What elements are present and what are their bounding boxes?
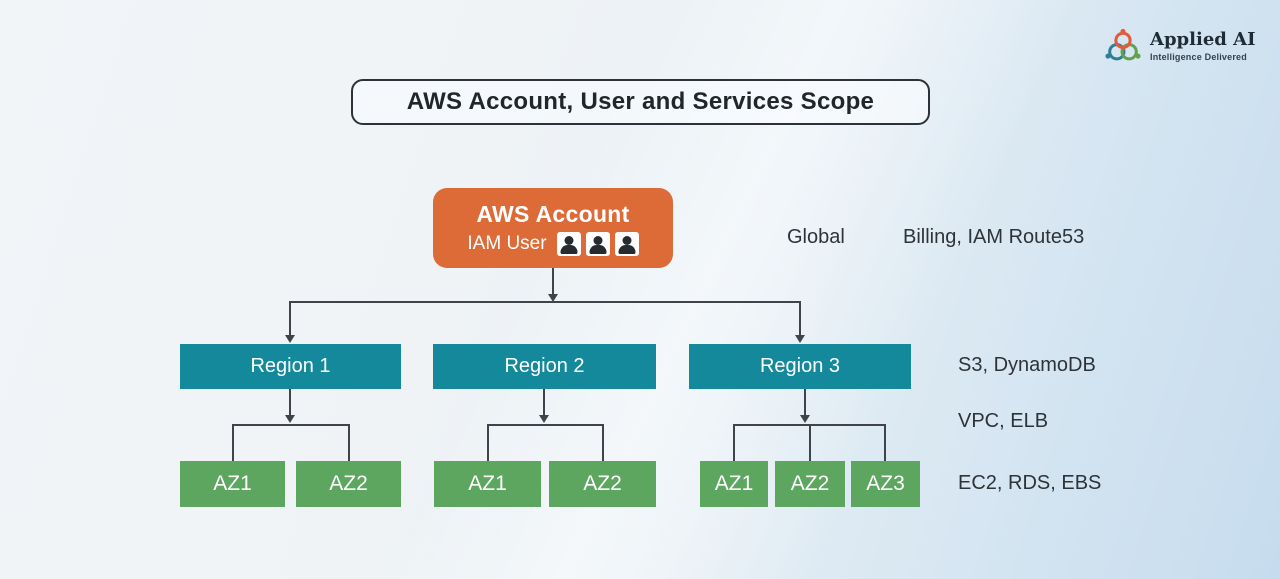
aws-account-label: AWS Account — [476, 200, 630, 227]
region3-az2-node: AZ2 — [775, 461, 845, 507]
aws-account-node: AWS Account IAM User — [433, 188, 673, 268]
diagram-title-box: AWS Account, User and Services Scope — [351, 79, 930, 125]
user-icon — [585, 231, 610, 256]
region1-az2-node: AZ2 — [296, 461, 401, 507]
az-label: AZ3 — [866, 472, 905, 495]
user-icon — [614, 231, 639, 256]
bracket-r1 — [232, 424, 350, 426]
diagram-title: AWS Account, User and Services Scope — [406, 88, 875, 115]
brand-logo: Applied AI Intelligence Delivered — [1104, 28, 1256, 66]
brand-name: Applied AI — [1150, 29, 1256, 51]
connector-regions-horizontal — [289, 301, 801, 303]
region2-az1-node: AZ1 — [434, 461, 541, 507]
arrowhead-r3-azs — [800, 415, 810, 423]
connector-r3-down — [804, 389, 806, 416]
connector-region1-drop — [289, 301, 291, 335]
bracket-r3-left-drop — [733, 424, 735, 461]
region-2-label: Region 2 — [504, 355, 585, 377]
scope-global-label: Global — [787, 226, 845, 248]
arrowhead-region1 — [285, 335, 295, 343]
scope-region-services-label: S3, DynamoDB — [958, 354, 1096, 376]
connector-r2-down — [543, 389, 545, 416]
scope-az-services-label: EC2, RDS, EBS — [958, 472, 1102, 494]
az-label: AZ1 — [213, 472, 252, 495]
az-label: AZ2 — [790, 472, 830, 495]
connector-region3-drop — [799, 301, 801, 335]
region3-az3-node: AZ3 — [851, 461, 920, 507]
bracket-r1-left-drop — [232, 424, 234, 461]
arrowhead-region3 — [795, 335, 805, 343]
az-label: AZ2 — [329, 472, 368, 495]
scope-network-services-label: VPC, ELB — [958, 410, 1049, 432]
connector-account-down — [552, 268, 554, 295]
az-label: AZ2 — [583, 472, 622, 495]
iam-user-icons — [556, 231, 639, 256]
brand-tagline: Intelligence Delivered — [1150, 52, 1247, 63]
arrowhead-account — [548, 294, 558, 302]
applied-ai-knot-icon — [1105, 28, 1141, 61]
bracket-r3-mid-drop — [809, 424, 811, 461]
region2-az2-node: AZ2 — [549, 461, 656, 507]
az-label: AZ1 — [468, 472, 507, 495]
region-3-label: Region 3 — [759, 355, 841, 377]
bracket-r3-right-drop — [884, 424, 886, 461]
bracket-r2-left-drop — [487, 424, 489, 461]
connector-r1-down — [289, 389, 291, 416]
az-label: AZ1 — [714, 472, 754, 495]
region-3-node: Region 3 — [689, 344, 911, 389]
bracket-r2 — [487, 424, 604, 426]
region-1-node: Region 1 — [180, 344, 401, 389]
bracket-r2-right-drop — [602, 424, 604, 461]
region-1-label: Region 1 — [250, 355, 331, 377]
arrowhead-r1-azs — [285, 415, 295, 423]
region3-az1-node: AZ1 — [700, 461, 768, 507]
arrowhead-r2-azs — [539, 415, 549, 423]
region1-az1-node: AZ1 — [180, 461, 285, 507]
region-2-node: Region 2 — [433, 344, 656, 389]
iam-user-label: IAM User — [467, 232, 547, 254]
scope-global-services-label: Billing, IAM Route53 — [903, 226, 1085, 248]
user-icon — [556, 231, 581, 256]
bracket-r1-right-drop — [348, 424, 350, 461]
